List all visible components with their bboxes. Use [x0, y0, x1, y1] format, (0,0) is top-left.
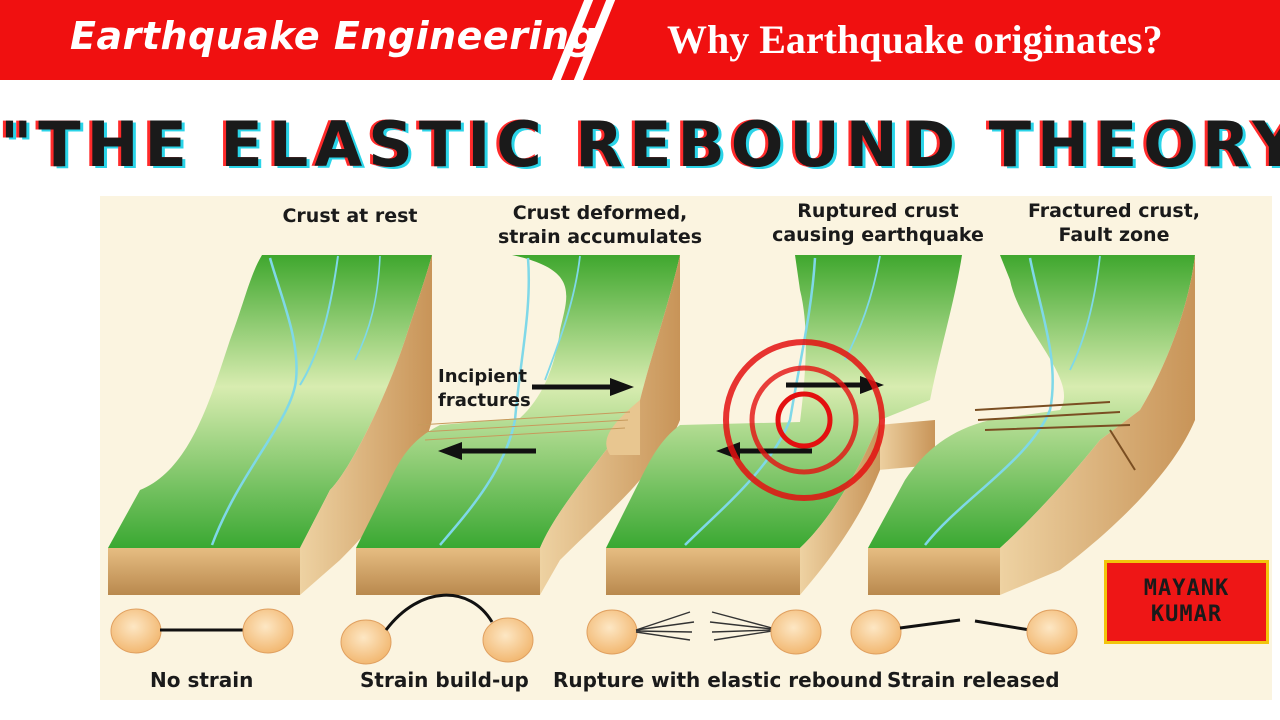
stage-2-caption: Strain build-up — [360, 668, 529, 692]
earthquake-focus-icon — [723, 339, 885, 501]
crust-block-deformed — [356, 255, 680, 595]
crust-block-at-rest — [108, 255, 432, 595]
stage-1-caption: No strain — [150, 668, 254, 692]
fracture-label-line1: Incipient — [438, 366, 528, 387]
author-first-name: MAYANK — [1143, 576, 1230, 601]
stage-4-title-line2: Fault zone — [1058, 224, 1170, 246]
stage-2-title: Crust deformed, strain accumulates — [480, 201, 720, 249]
fist-icon — [482, 617, 534, 663]
channel-title: Earthquake Engineering — [70, 14, 598, 58]
fist-icon — [1026, 609, 1078, 655]
video-question-title: Why Earthquake originates? — [667, 17, 1163, 62]
arrow-left-icon — [438, 442, 536, 460]
fist-icon — [242, 608, 294, 654]
stage-3-title-line2: causing earthquake — [772, 224, 984, 246]
fist-icon — [770, 609, 822, 655]
stage-4-title: Fractured crust, Fault zone — [1020, 199, 1208, 247]
author-last-name: KUMAR — [1150, 602, 1223, 627]
crust-block-fault-zone — [868, 255, 1195, 595]
fracture-label-line2: fractures — [438, 390, 531, 411]
stage-3-title-line1: Ruptured crust — [797, 200, 959, 222]
stage-2-title-line1: Crust deformed, — [512, 202, 688, 224]
stage-1-title: Crust at rest — [262, 204, 438, 228]
stage-2-title-line2: strain accumulates — [497, 226, 703, 248]
fist-icon — [586, 609, 638, 655]
arrow-right-icon — [532, 378, 634, 396]
stage-3-caption: Rupture with elastic rebound — [553, 668, 883, 692]
page-title: "THE ELASTIC REBOUND THEORY" — [0, 108, 1280, 181]
stage-4-caption: Strain released — [887, 668, 1060, 692]
stage-4-title-line1: Fractured crust, — [1027, 200, 1201, 222]
author-badge: MAYANK KUMAR — [1104, 560, 1269, 644]
fist-icon — [850, 609, 902, 655]
fist-icon — [110, 608, 162, 654]
incipient-fractures-label: Incipient fractures — [438, 365, 531, 413]
header-banner: Earthquake Engineering Why Earthquake or… — [0, 0, 1280, 80]
crust-block-ruptured — [606, 255, 962, 595]
fist-icon — [340, 619, 392, 665]
stage-3-title: Ruptured crust causing earthquake — [762, 199, 994, 247]
stage-1-title-line1: Crust at rest — [282, 205, 418, 227]
